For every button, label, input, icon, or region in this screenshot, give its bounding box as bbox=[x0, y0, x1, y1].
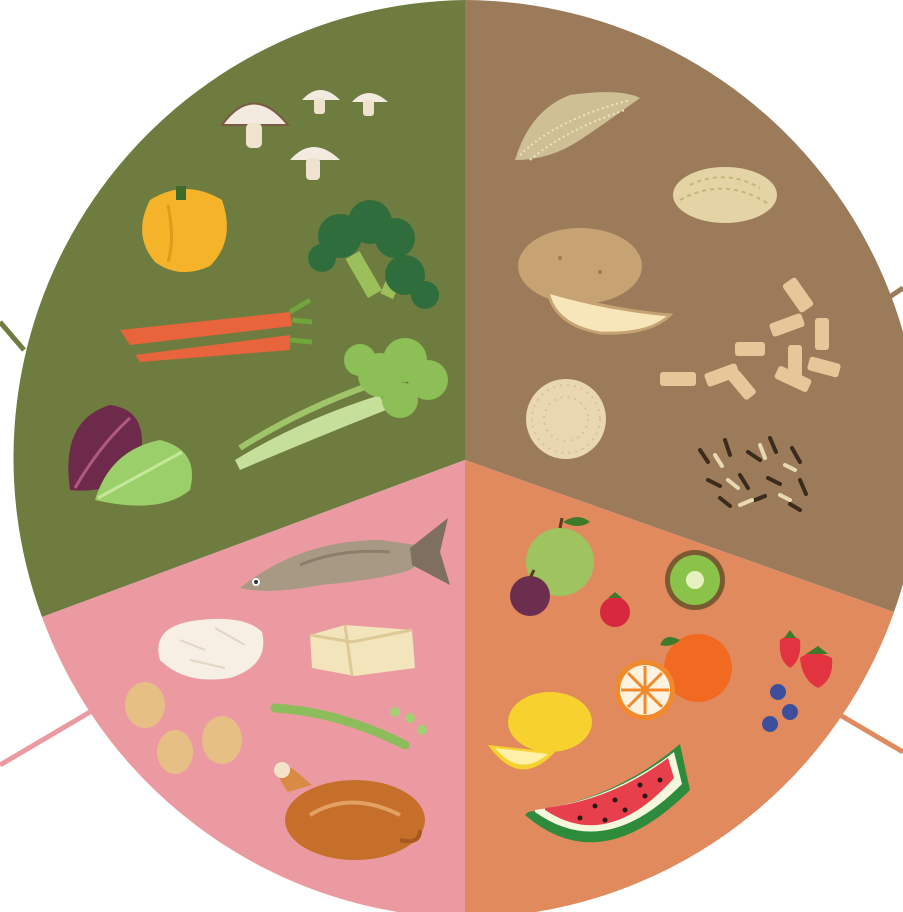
bell-pepper-icon bbox=[142, 186, 227, 272]
barley-icon bbox=[673, 167, 777, 223]
kiwi-icon bbox=[665, 550, 725, 610]
tofu-icon bbox=[310, 625, 415, 676]
cracker-icon bbox=[526, 379, 606, 459]
